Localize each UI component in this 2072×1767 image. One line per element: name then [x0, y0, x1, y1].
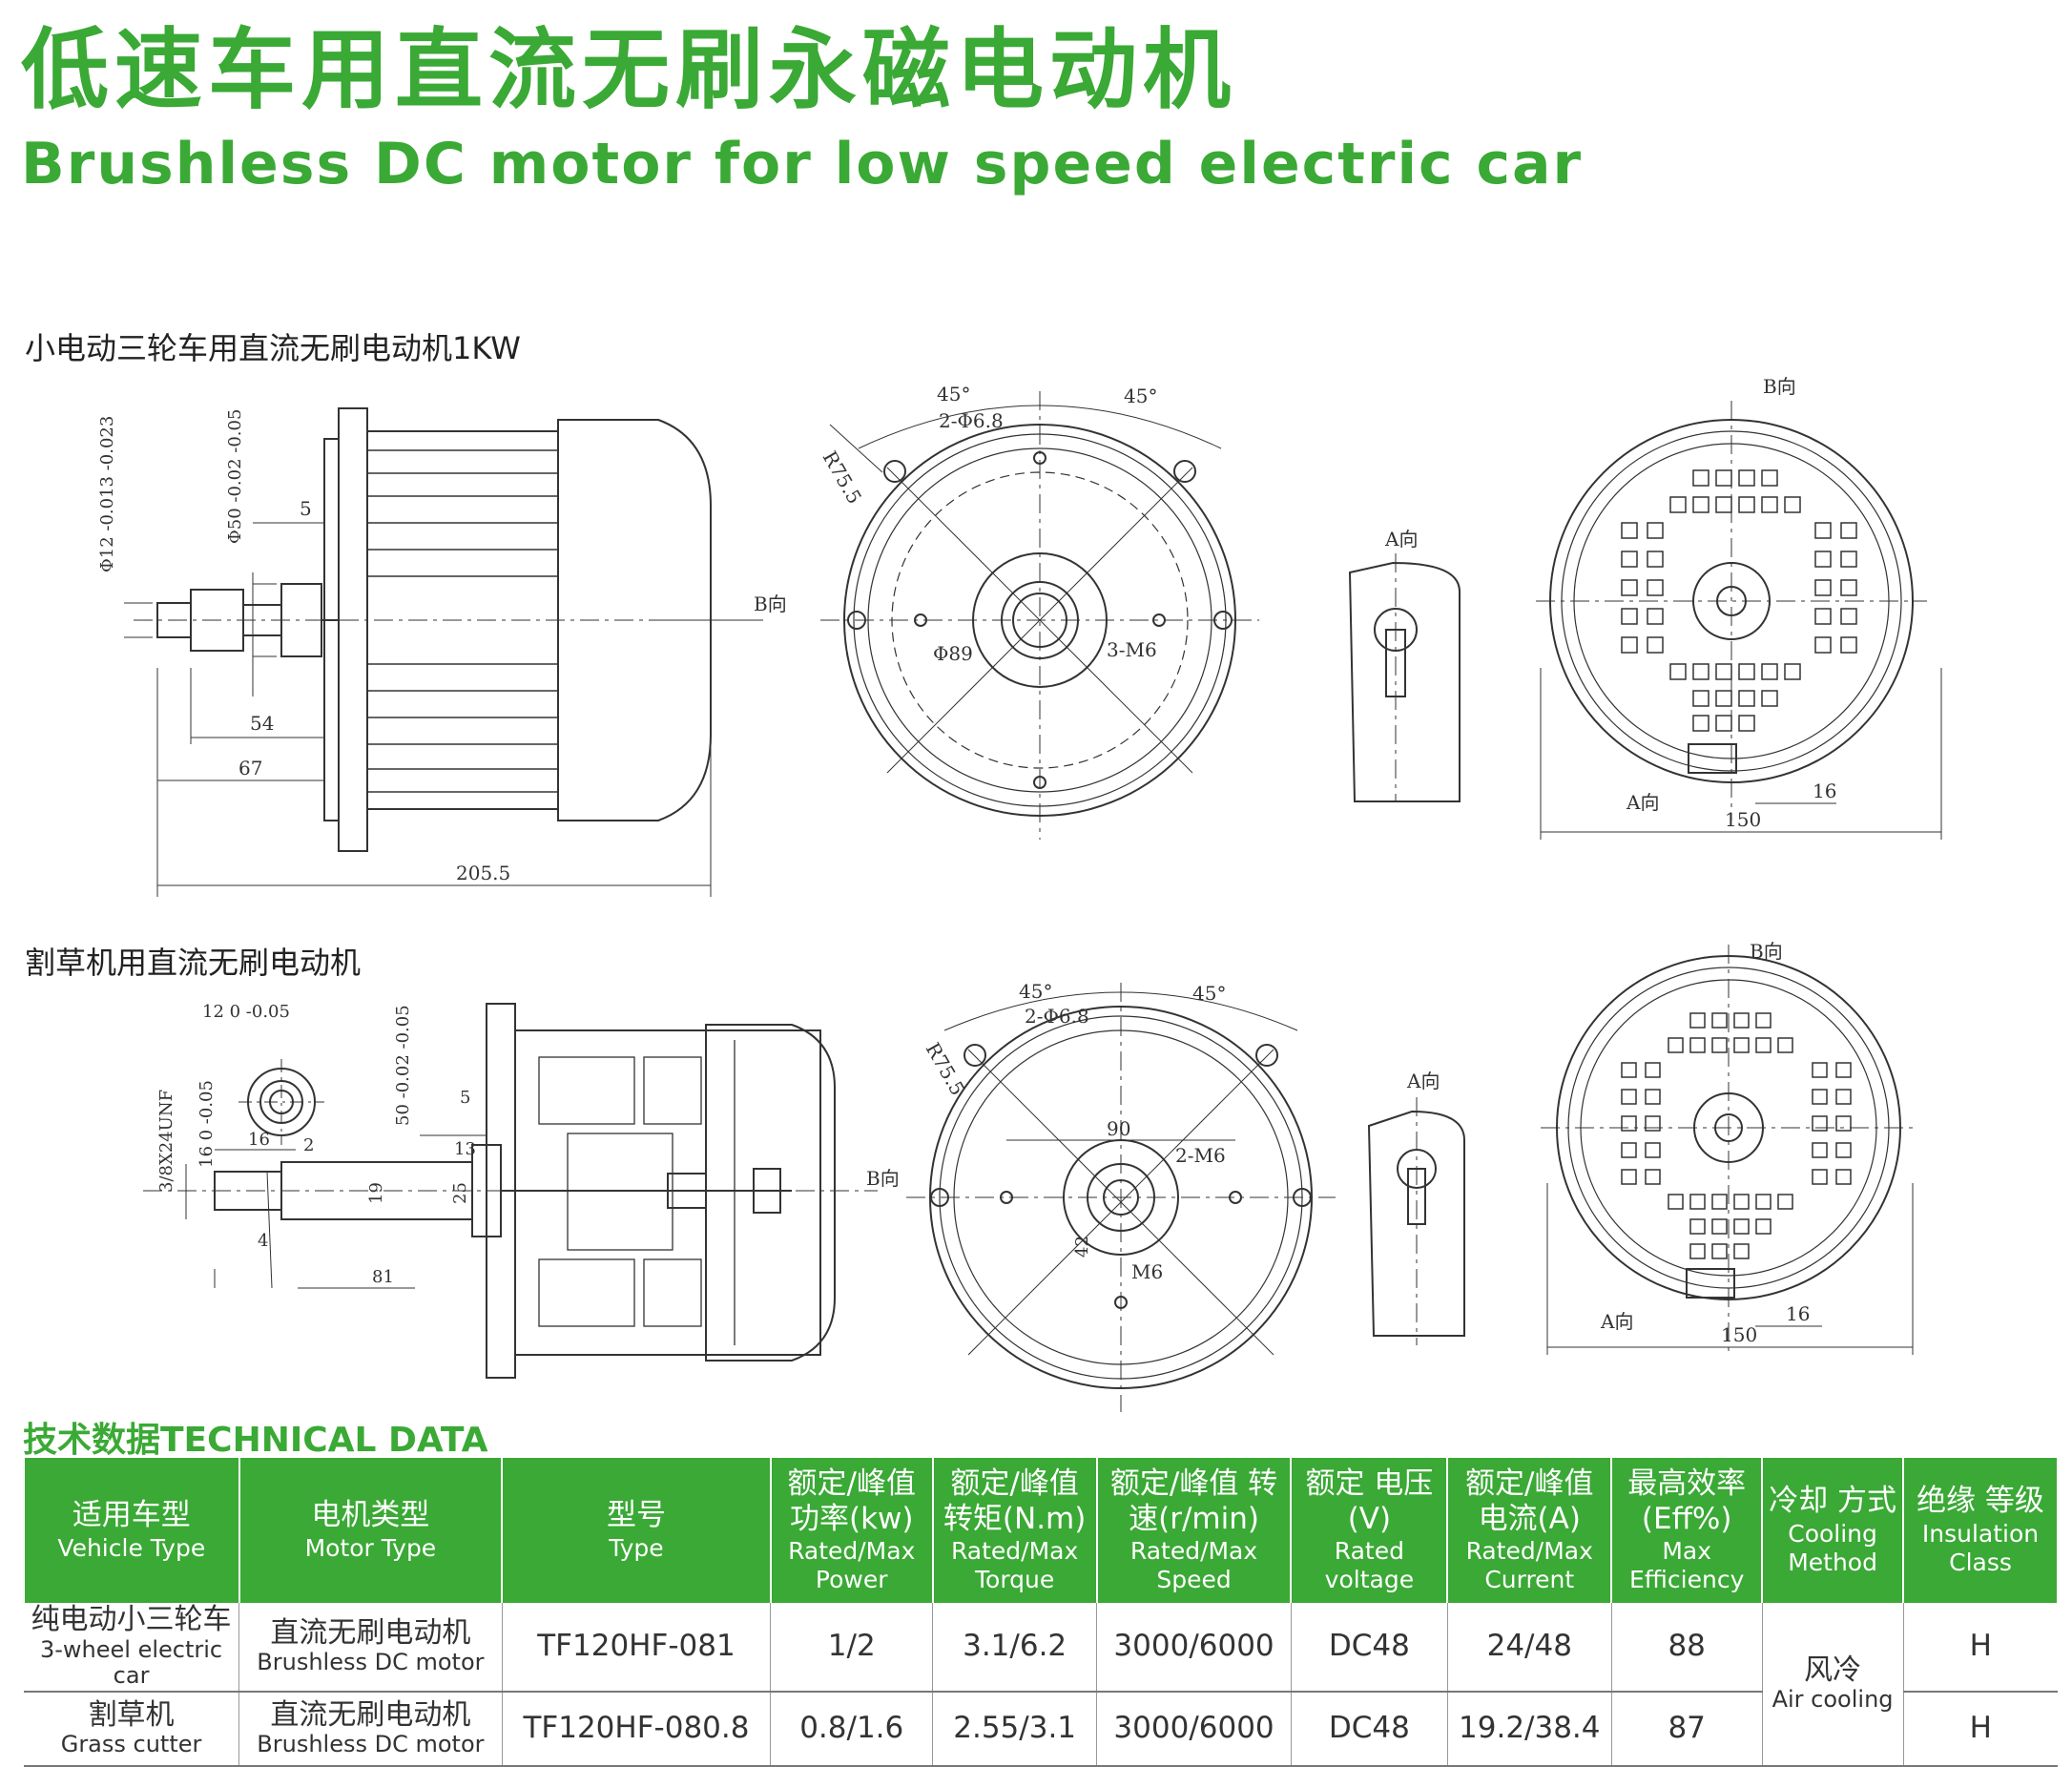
- motor2-a-view: A向: [1367, 1070, 1465, 1345]
- dim-16-tol: 16 0 -0.05: [197, 1080, 217, 1168]
- cell-speed: 3000/6000: [1096, 1691, 1292, 1767]
- dim-4: 4: [258, 1231, 268, 1251]
- dim-5: 5: [300, 497, 312, 520]
- dim2-2m6: 2-M6: [1175, 1144, 1226, 1167]
- dim-50: 50 -0.02 -0.05: [393, 1005, 413, 1126]
- cell-torque: 2.55/3.1: [932, 1691, 1098, 1767]
- dim-25: 25: [450, 1182, 470, 1204]
- cell-power: 0.8/1.6: [770, 1691, 934, 1767]
- dim-19: 19: [366, 1182, 386, 1204]
- dim-5-b: 5: [460, 1088, 470, 1108]
- header-voltage: 额定 电压(V)Rated voltage: [1290, 1458, 1449, 1603]
- dim2-r75: R75.5: [922, 1039, 970, 1100]
- cell-voltage: DC48: [1291, 1691, 1448, 1767]
- dim-45b: 45°: [1124, 385, 1157, 407]
- dim2-42: 42: [1072, 1236, 1092, 1258]
- motor2-side-view: 12 0 -0.05 3/8X24UNF 16 0 -0.05 16 2 4 5…: [143, 1002, 900, 1379]
- motor2-front-view: 45° 45° 2-Φ6.8 R75.5 90 2-M6 42 M6: [906, 980, 1336, 1412]
- cell-torque: 3.1/6.2: [932, 1603, 1098, 1693]
- dim-2: 2: [303, 1135, 314, 1155]
- dim-205: 205.5: [456, 862, 510, 884]
- dim-adir: A向: [1384, 528, 1418, 551]
- dim-phi89: Φ89: [933, 642, 973, 665]
- dim-r75: R75.5: [818, 447, 867, 509]
- dim-thread: 3/8X24UNF: [156, 1090, 176, 1193]
- motor1-side-view: Φ12 -0.013 -0.023 Φ50 -0.02 -0.05 5 54 6…: [97, 407, 787, 897]
- cell-speed: 3000/6000: [1096, 1603, 1292, 1693]
- dim2-90: 90: [1107, 1117, 1130, 1140]
- dim-d50: Φ50 -0.02 -0.05: [225, 409, 245, 544]
- dim-45a: 45°: [937, 383, 970, 405]
- motor1-front-view: 45° 45° 2-Φ6.8 R75.5 Φ89 3-M6: [818, 383, 1259, 840]
- header-torque: 额定/峰值 转矩(N.m)Rated/Max Torque: [931, 1458, 1098, 1603]
- section1-label: 小电动三轮车用直流无刷电动机1KW: [25, 330, 521, 366]
- dim-bdir-top: B向: [1763, 375, 1796, 398]
- dim-81: 81: [372, 1267, 394, 1287]
- dim-16: 16: [248, 1130, 270, 1150]
- cell-type: TF120HF-080.8: [502, 1691, 772, 1767]
- header-speed: 额定/峰值 转速(r/min)Rated/Max Speed: [1095, 1458, 1293, 1603]
- header-power: 额定/峰值 功率(kw)Rated/Max Power: [769, 1458, 934, 1603]
- header-current: 额定/峰值 电流(A)Rated/Max Current: [1446, 1458, 1613, 1603]
- cell-insulation: H: [1903, 1603, 2058, 1693]
- dim-54: 54: [250, 712, 274, 735]
- dim-13: 13: [454, 1139, 476, 1159]
- dim-bdir-2: B向: [866, 1167, 900, 1190]
- dim-67: 67: [238, 757, 262, 780]
- dim2-adir-bottom: A向: [1600, 1310, 1633, 1333]
- technical-drawings: Φ12 -0.013 -0.023 Φ50 -0.02 -0.05 5 54 6…: [97, 375, 1942, 1412]
- motor1-b-view: B向 A向 150 16: [1536, 375, 1942, 840]
- page-title-en: Brushless DC motor for low speed electri…: [21, 131, 1584, 197]
- cell-voltage: DC48: [1291, 1603, 1448, 1693]
- motor1-a-view: A向: [1348, 528, 1461, 802]
- header-efficiency: 最高效率 (Eff%)Max Efficiency: [1610, 1458, 1764, 1603]
- motor2-b-view: B向 A向 150 16: [1541, 940, 1917, 1355]
- dim-150: 150: [1725, 808, 1761, 831]
- cell-power: 1/2: [770, 1603, 934, 1693]
- dim2-m6: M6: [1131, 1260, 1163, 1283]
- cell-type: TF120HF-081: [502, 1603, 772, 1693]
- dim-holes: 2-Φ6.8: [939, 409, 1004, 432]
- cell-efficiency: 88: [1611, 1603, 1763, 1693]
- dim2-holes: 2-Φ6.8: [1025, 1005, 1089, 1028]
- dim2-45a: 45°: [1019, 980, 1052, 1003]
- dim2-150: 150: [1721, 1323, 1757, 1346]
- dim-adir-bottom: A向: [1626, 791, 1659, 814]
- section2-label: 割草机用直流无刷电动机: [25, 945, 362, 981]
- dim-16: 16: [1813, 780, 1836, 802]
- dim2-bdir-top: B向: [1750, 940, 1783, 963]
- page-title-cn: 低速车用直流无刷永磁电动机: [21, 19, 1237, 121]
- cell-efficiency: 87: [1611, 1691, 1763, 1767]
- dim-bdir: B向: [754, 592, 787, 615]
- cell-current: 19.2/38.4: [1447, 1691, 1612, 1767]
- dim-d12: Φ12 -0.013 -0.023: [97, 416, 117, 572]
- dim-m6: 3-M6: [1107, 638, 1157, 661]
- dim2-16: 16: [1786, 1302, 1810, 1325]
- cell-current: 24/48: [1447, 1603, 1612, 1693]
- cell-insulation: H: [1903, 1691, 2058, 1767]
- dim2-45b: 45°: [1192, 982, 1226, 1005]
- dim2-adir: A向: [1406, 1070, 1440, 1092]
- dim-12: 12 0 -0.05: [202, 1002, 290, 1022]
- technical-data-title: 技术数据TECHNICAL DATA: [23, 1421, 488, 1460]
